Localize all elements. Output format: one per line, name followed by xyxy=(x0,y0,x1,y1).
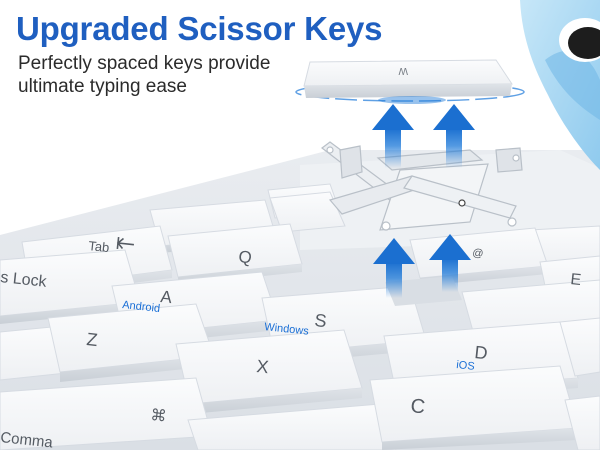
key-label-e: E xyxy=(570,271,582,289)
key-label-w: W xyxy=(398,65,408,76)
key-label-a: A xyxy=(160,287,174,307)
key-label-windows: Windows xyxy=(264,321,310,338)
mascot-decoration xyxy=(520,0,600,170)
lifted-keycap-w: W xyxy=(295,59,525,104)
key-label-c: C xyxy=(409,395,426,418)
scissor-mechanism-icon xyxy=(321,141,523,231)
key-label-z: Z xyxy=(86,329,99,350)
tab-arrow-icon xyxy=(116,236,134,250)
key-labels: Tab s Lock Q A Android S Windows Z X D i… xyxy=(0,236,582,452)
key-row-bottom xyxy=(0,365,600,451)
page-subtitle: Perfectly spaced keys provide ultimate t… xyxy=(18,53,271,97)
page-title: Upgraded Scissor Keys xyxy=(16,10,383,47)
key-label-q: Q xyxy=(238,247,253,267)
command-icon: ⌘ xyxy=(150,407,168,426)
key-label-command: Comma xyxy=(0,429,54,450)
key-label-d: D xyxy=(474,342,489,363)
arrow-up-icon xyxy=(373,234,471,298)
key-label-at: @ xyxy=(472,247,484,260)
arrow-up-icon xyxy=(372,104,475,168)
key-label-ios: iOS xyxy=(456,359,475,373)
key-label-s: S xyxy=(314,310,328,331)
key-label-caps-lock: s Lock xyxy=(0,269,48,291)
key-label-android: Android xyxy=(122,299,161,315)
key-label-tab: Tab xyxy=(88,238,110,255)
key-label-x: X xyxy=(256,356,270,377)
